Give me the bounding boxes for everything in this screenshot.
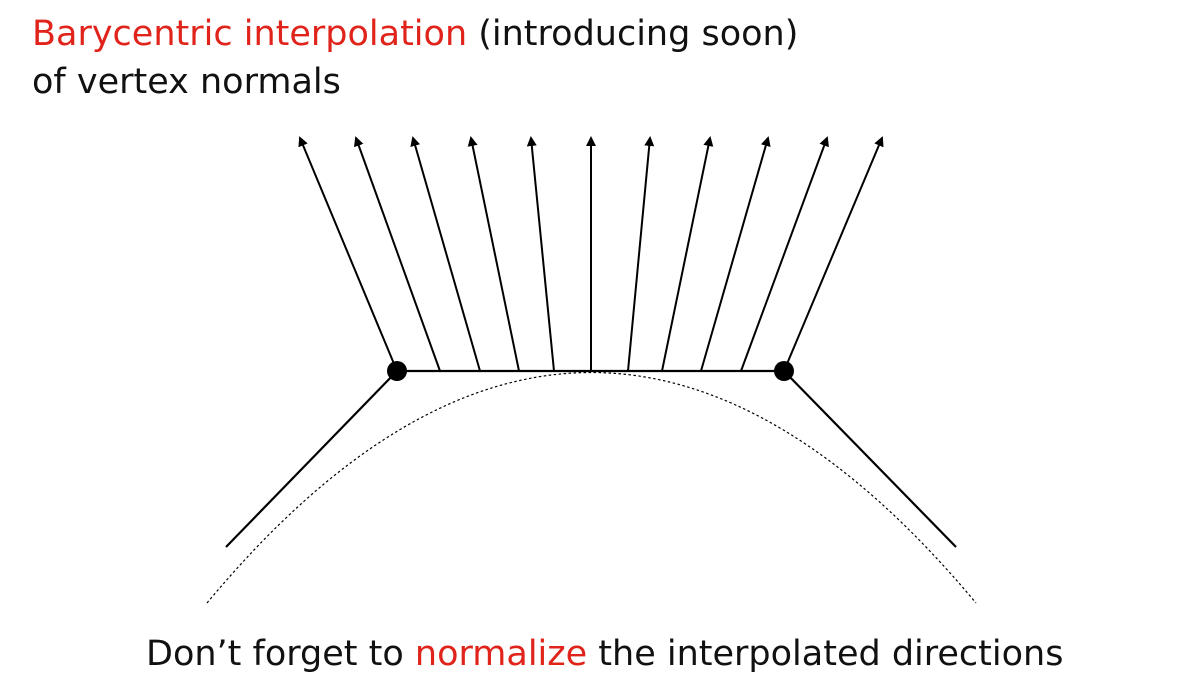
normal-arrow-4 xyxy=(467,136,520,372)
vertex-left xyxy=(387,361,407,381)
normal-arrow-1 xyxy=(298,136,398,372)
title-rest: (introducing soon) xyxy=(467,14,799,54)
slide-title: Barycentric interpolation (introducing s… xyxy=(32,10,798,106)
vertex-right xyxy=(774,361,794,381)
normal-arrow-3 xyxy=(410,136,481,372)
mesh-segment-left xyxy=(225,370,398,548)
caption-before: Don’t forget to xyxy=(146,634,415,674)
title-highlight: Barycentric interpolation xyxy=(32,14,468,54)
caption-after: the interpolated directions xyxy=(587,634,1064,674)
normal-arrow-9 xyxy=(700,136,771,372)
true-surface-curve xyxy=(206,372,977,604)
title-line-2: of vertex normals xyxy=(32,62,341,102)
normal-arrow-7 xyxy=(627,136,655,372)
normal-arrow-8 xyxy=(661,136,714,372)
slide-caption: Don’t forget to normalize the interpolat… xyxy=(146,630,1063,678)
caption-highlight: normalize xyxy=(414,634,588,674)
normal-arrow-11 xyxy=(783,136,884,372)
normal-arrow-10 xyxy=(740,136,829,372)
mesh-segment-right xyxy=(783,370,957,548)
normal-arrow-5 xyxy=(526,136,555,372)
normal-arrow-2 xyxy=(354,136,441,372)
